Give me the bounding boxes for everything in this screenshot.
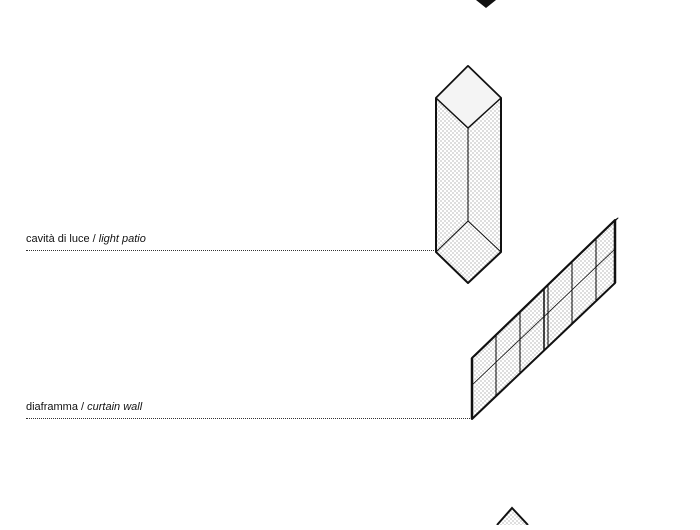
light-patio-prism xyxy=(435,65,502,284)
light-patio-label-en: light patio xyxy=(98,233,146,245)
light-patio-label-sep: / xyxy=(89,233,99,245)
curtain-wall-label: diaframma / curtain wall xyxy=(26,401,142,413)
curtain-wall-label-sep: / xyxy=(77,401,88,413)
top-fragment-shape xyxy=(476,0,496,8)
light-patio-label-it: cavità di luce xyxy=(26,233,90,245)
curtain-wall-label-it: diaframma xyxy=(26,401,78,413)
curtain-wall-label-en: curtain wall xyxy=(87,401,143,413)
light-patio-label: cavità di luce / light patio xyxy=(26,233,146,245)
light-patio-leader-line xyxy=(26,250,434,251)
curtain-wall-leader-line xyxy=(26,418,470,419)
curtain-wall-panel xyxy=(470,217,619,420)
bottom-fragment-shape xyxy=(496,506,529,526)
